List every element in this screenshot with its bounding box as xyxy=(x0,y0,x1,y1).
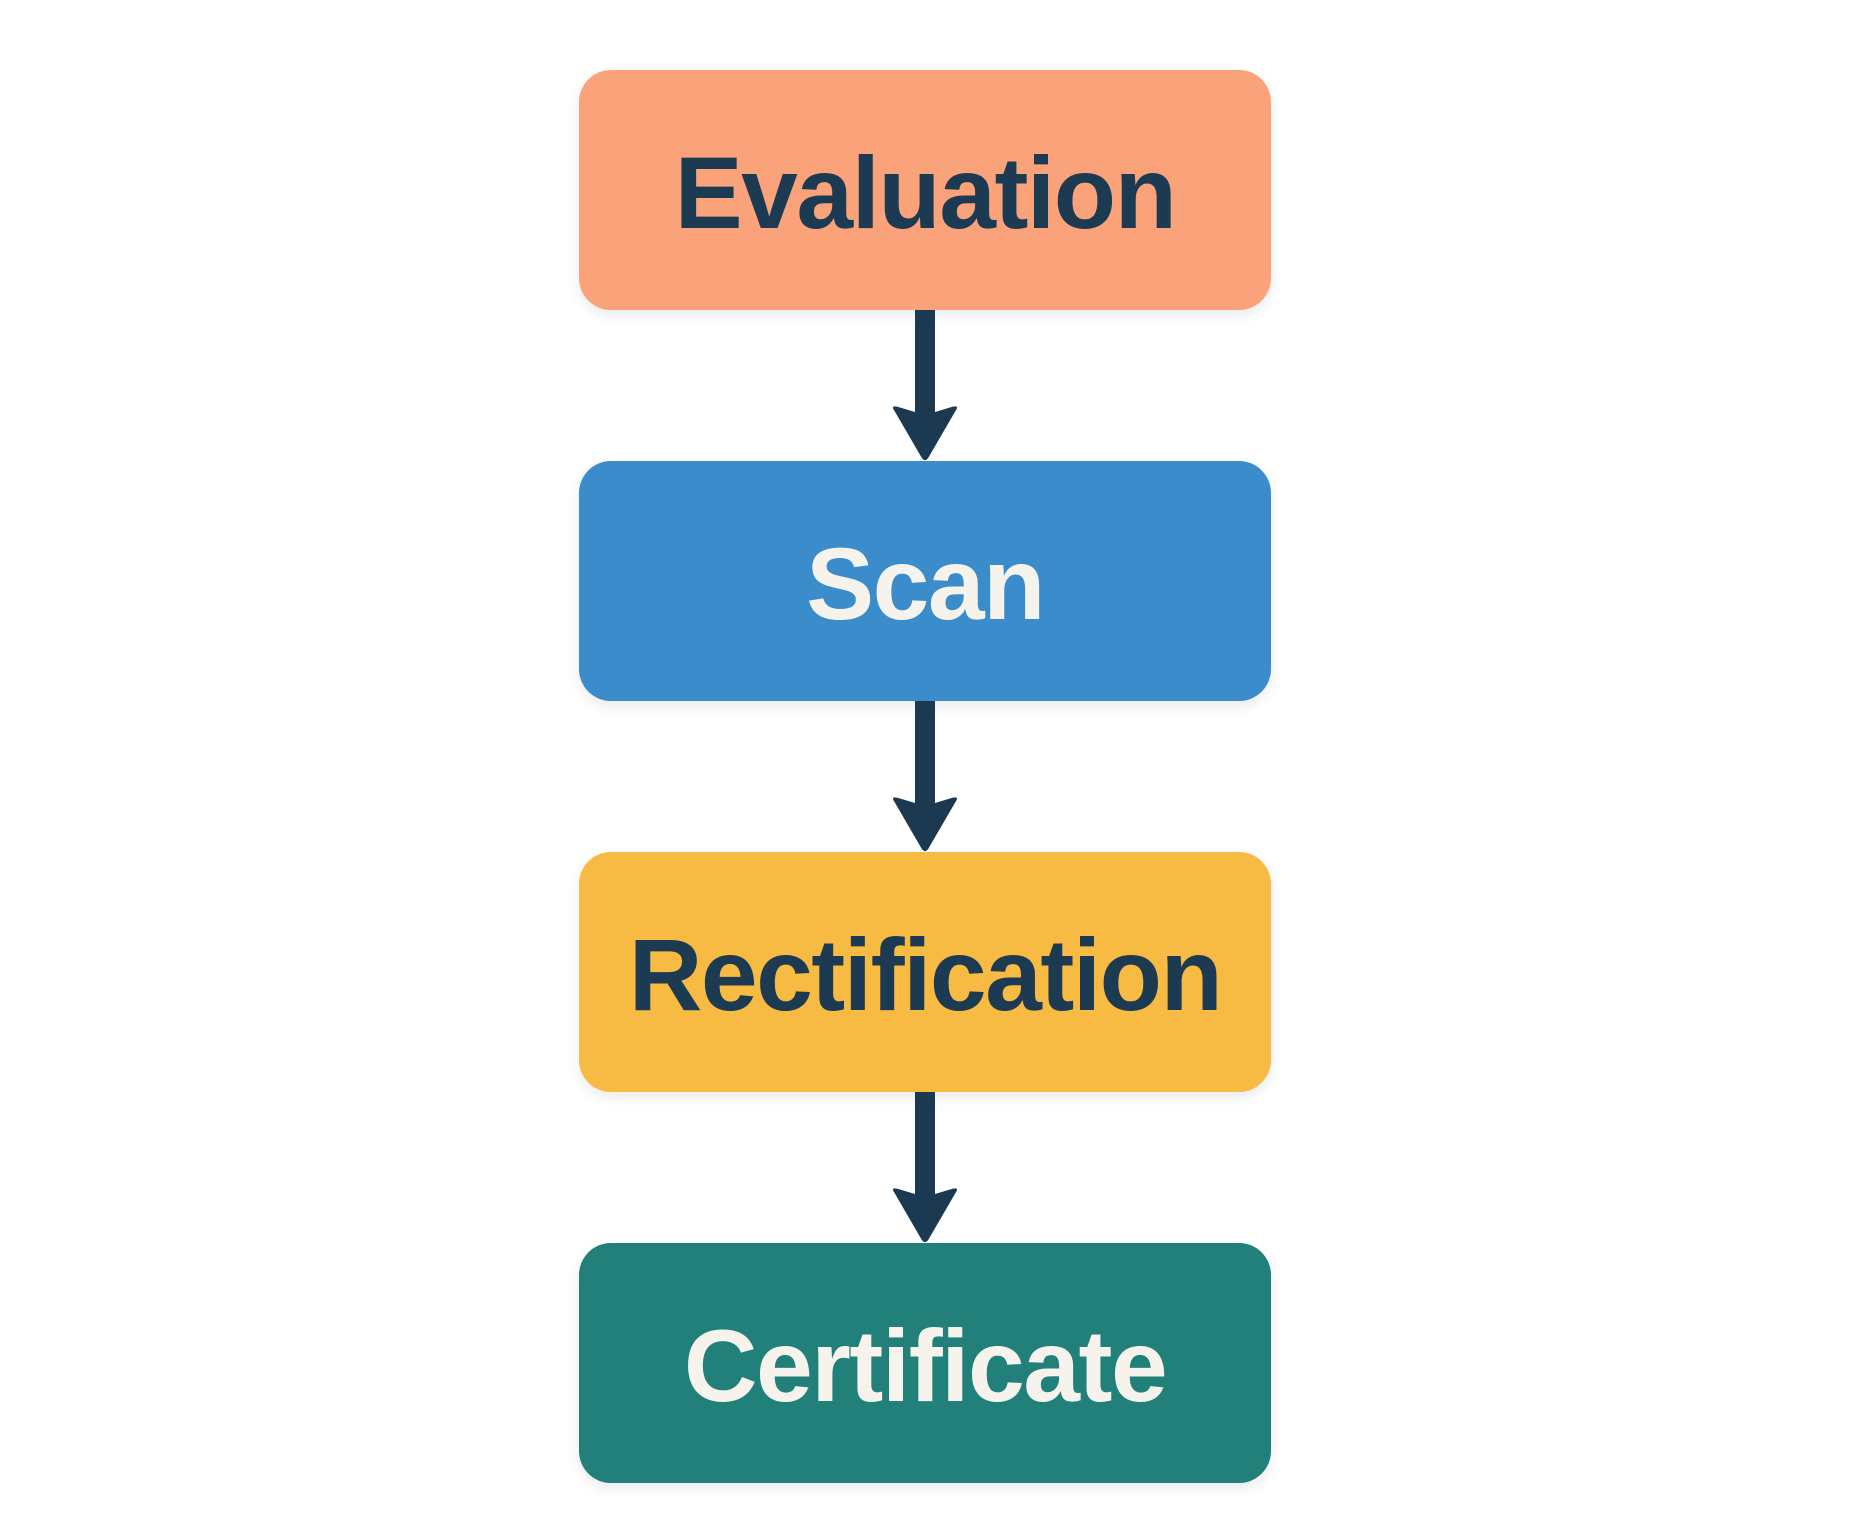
flow-node-certificate: Certificate xyxy=(579,1243,1271,1483)
arrow-down-icon-path xyxy=(893,701,957,852)
flow-node-evaluation: Evaluation xyxy=(579,70,1271,310)
arrow-down-icon-path xyxy=(893,1092,957,1243)
flow-arrow-evaluation-to-scan xyxy=(889,310,961,461)
process-flowchart: Evaluation Scan Rectification Certificat… xyxy=(579,70,1271,1483)
flow-arrow-rectification-to-certificate xyxy=(889,1092,961,1243)
arrow-down-icon xyxy=(893,1092,957,1243)
flow-arrow-scan-to-rectification xyxy=(889,701,961,852)
arrow-down-icon xyxy=(893,310,957,461)
flow-node-evaluation-label: Evaluation xyxy=(674,136,1177,250)
flow-node-rectification: Rectification xyxy=(579,852,1271,1092)
flow-node-scan: Scan xyxy=(579,461,1271,701)
flow-node-rectification-label: Rectification xyxy=(628,918,1223,1032)
flow-node-scan-label: Scan xyxy=(806,527,1045,641)
flow-node-certificate-label: Certificate xyxy=(683,1309,1168,1423)
arrow-down-icon xyxy=(893,701,957,852)
arrow-down-icon-path xyxy=(893,310,957,461)
